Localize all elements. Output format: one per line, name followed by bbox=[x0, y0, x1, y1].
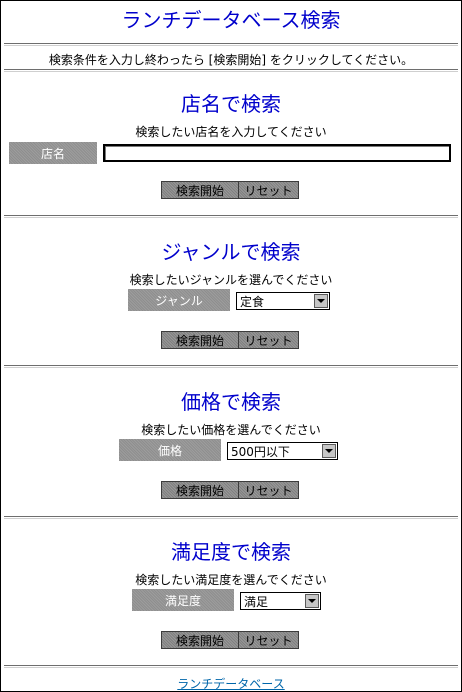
section-title-name: 店名で検索 bbox=[181, 92, 281, 116]
prompt-satisfaction: 検索したい満足度を選んでください bbox=[135, 573, 327, 587]
search-button[interactable]: 検索開始 bbox=[161, 631, 239, 649]
reset-button[interactable]: リセット bbox=[238, 331, 299, 349]
section-title-genre: ジャンルで検索 bbox=[161, 240, 301, 264]
store-name-input[interactable] bbox=[103, 144, 451, 162]
search-button[interactable]: 検索開始 bbox=[161, 181, 239, 199]
label-price: 価格 bbox=[119, 439, 221, 461]
divider bbox=[4, 69, 458, 72]
divider bbox=[4, 43, 458, 46]
search-button[interactable]: 検索開始 bbox=[161, 331, 239, 349]
genre-select[interactable]: 定食 bbox=[236, 292, 330, 310]
divider bbox=[4, 665, 458, 668]
chevron-down-icon[interactable] bbox=[305, 594, 319, 608]
divider bbox=[4, 365, 458, 368]
price-select-value: 500円以下 bbox=[231, 444, 290, 459]
label-store-name: 店名 bbox=[9, 142, 97, 164]
section-title-satisfaction: 満足度で検索 bbox=[171, 540, 291, 564]
satisfaction-select-value: 満足 bbox=[244, 594, 269, 609]
prompt-price: 検索したい価格を選んでください bbox=[141, 423, 321, 437]
price-select[interactable]: 500円以下 bbox=[227, 442, 338, 460]
divider bbox=[4, 215, 458, 218]
chevron-down-icon[interactable] bbox=[322, 444, 336, 458]
label-genre: ジャンル bbox=[128, 289, 230, 311]
reset-button[interactable]: リセット bbox=[238, 481, 299, 499]
reset-button[interactable]: リセット bbox=[238, 181, 299, 199]
search-button[interactable]: 検索開始 bbox=[161, 481, 239, 499]
prompt-name: 検索したい店名を入力してください bbox=[135, 125, 327, 139]
label-satisfaction: 満足度 bbox=[132, 589, 234, 611]
chevron-down-icon[interactable] bbox=[314, 294, 328, 308]
section-title-price: 価格で検索 bbox=[181, 390, 281, 414]
page-title: ランチデータベース検索 bbox=[121, 8, 341, 32]
divider bbox=[4, 516, 458, 519]
reset-button[interactable]: リセット bbox=[238, 631, 299, 649]
footer-home-link[interactable]: ランチデータベース bbox=[177, 677, 285, 691]
instruction-text: 検索条件を入力し終わったら [検索開始] をクリックしてください。 bbox=[48, 53, 414, 67]
satisfaction-select[interactable]: 満足 bbox=[240, 592, 321, 610]
genre-select-value: 定食 bbox=[240, 294, 265, 309]
prompt-genre: 検索したいジャンルを選んでください bbox=[129, 273, 333, 287]
